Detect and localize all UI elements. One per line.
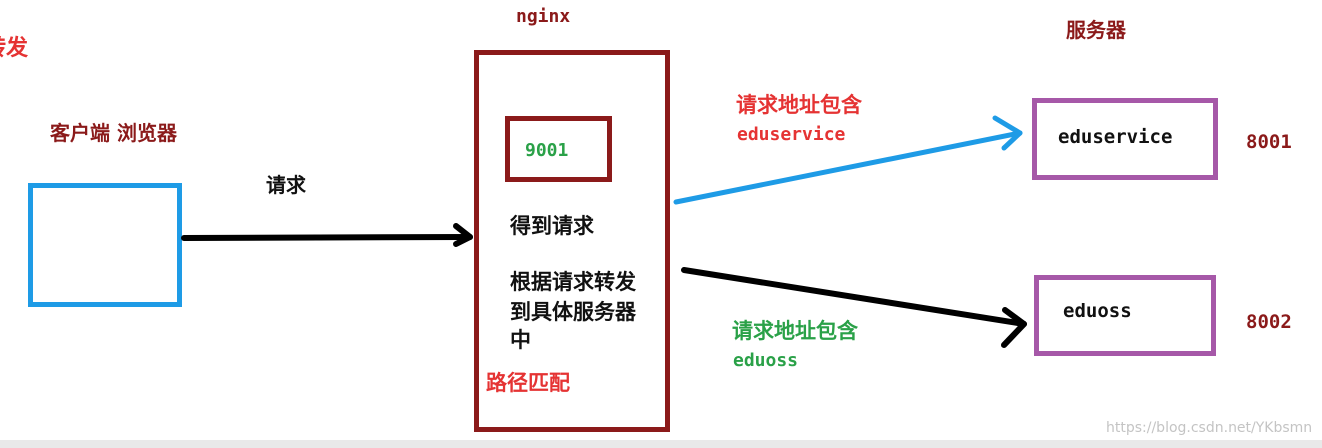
watermark-text: https://blog.csdn.net/YKbsmn	[1106, 420, 1313, 436]
nginx-box	[474, 50, 670, 432]
eduservice-route-label-line1: 请求地址包含	[736, 93, 862, 117]
eduservice-server-box	[1032, 98, 1218, 180]
forward-text-line1: 根据请求转发	[510, 270, 636, 294]
request-arrow	[181, 223, 473, 247]
eduservice-server-label: eduservice	[1058, 126, 1173, 148]
nginx-title: nginx	[516, 6, 571, 27]
port-8002-label: 8002	[1246, 311, 1292, 333]
eduoss-route-label-line1: 请求地址包含	[732, 319, 858, 343]
eduoss-server-box	[1034, 275, 1216, 356]
eduoss-route-label-line2: eduoss	[733, 350, 799, 371]
bottom-edge-bar	[0, 440, 1322, 448]
eduoss-route-arrow	[681, 267, 1027, 348]
cut-off-forward-label: 转发	[0, 36, 29, 61]
eduservice-route-arrow	[673, 115, 1023, 205]
eduoss-server-label: eduoss	[1063, 300, 1132, 322]
request-label: 请求	[266, 173, 306, 197]
client-box	[28, 183, 182, 307]
port-9001-box	[505, 116, 612, 182]
servers-title: 服务器	[1066, 18, 1126, 42]
port-9001-label: 9001	[525, 140, 569, 161]
eduservice-route-label-line2: eduservice	[737, 124, 846, 145]
got-request-label: 得到请求	[510, 214, 594, 238]
path-match-label: 路径匹配	[486, 371, 570, 395]
forward-text-line2: 到具体服务器	[510, 300, 636, 324]
forward-text-line3: 中	[510, 328, 531, 352]
client-browser-label: 客户端 浏览器	[50, 121, 177, 145]
port-8001-label: 8001	[1246, 131, 1292, 153]
